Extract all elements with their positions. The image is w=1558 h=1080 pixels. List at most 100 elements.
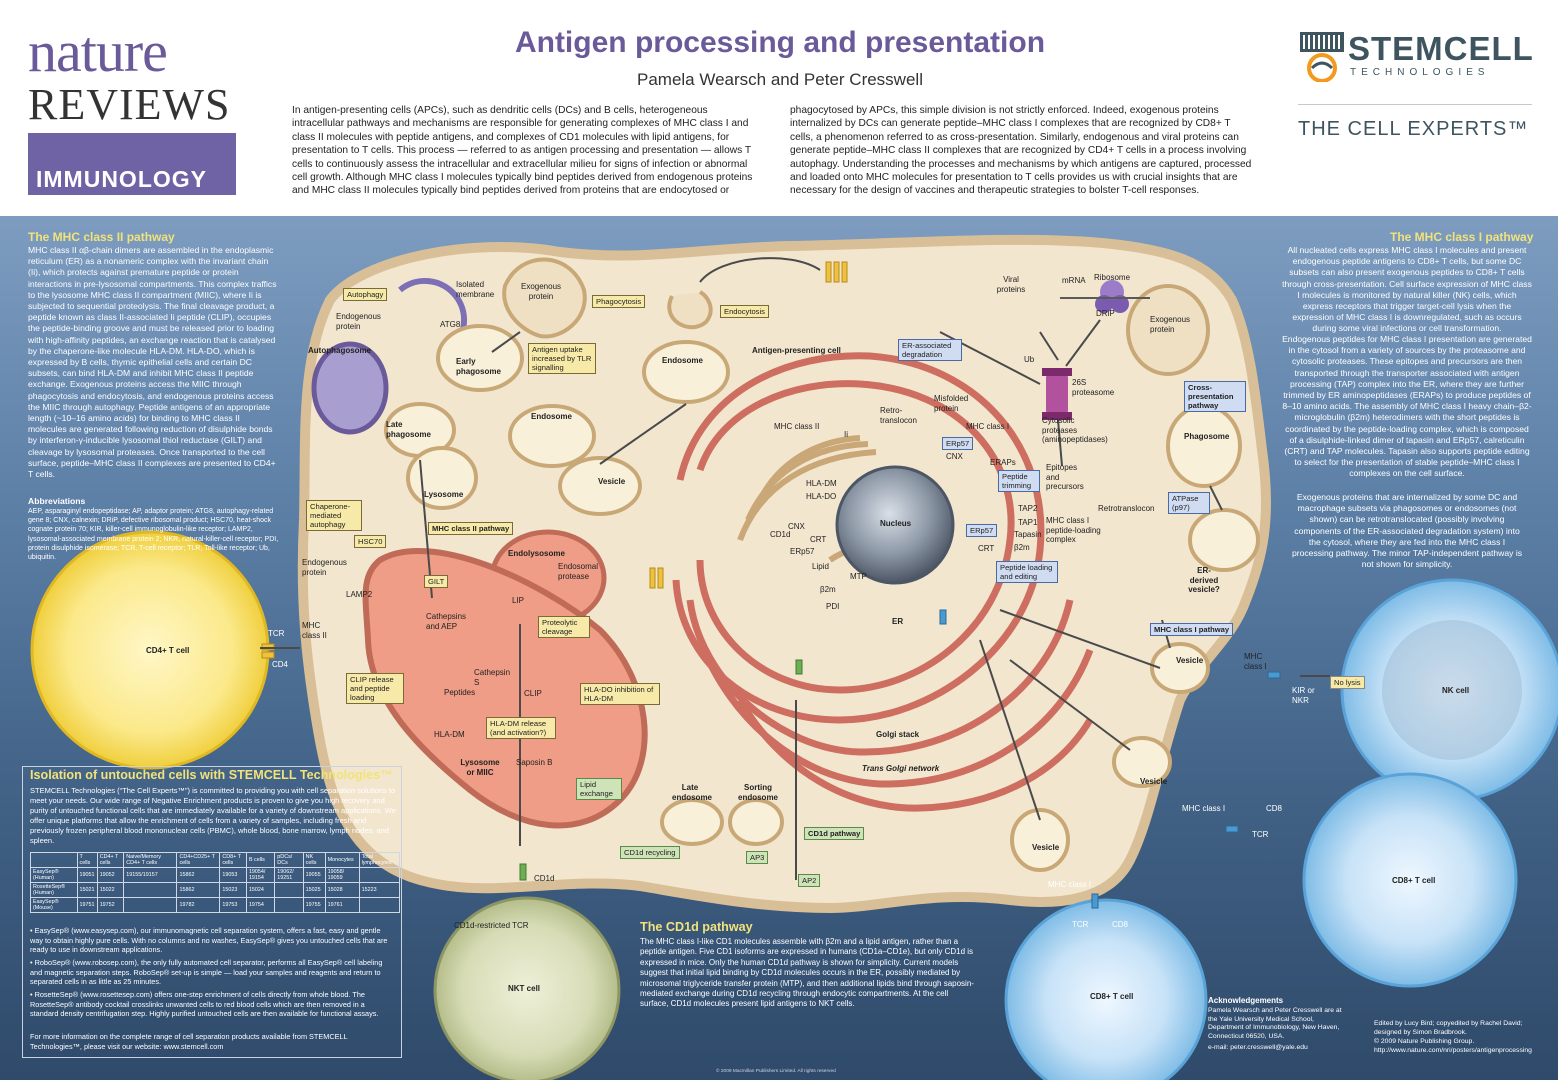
label-retrotranslocon: Retrotranslocon [1098,504,1155,513]
table-cell: 15025 [302,882,326,898]
label-atpase: ATPase (p97) [1168,492,1210,514]
label-lysosome-miic: Lysosome or MIIC [460,758,500,777]
label-cd4-t-cell: CD4+ T cell [146,646,190,655]
cd8-t-cell-bottom [1004,898,1208,1080]
label-retro-translocon: Retro-translocon [880,406,917,425]
table-cell: 15023 [219,882,247,898]
label-epitopes: Epitopes and precursors [1046,463,1084,491]
mhc1-text-3: Exogenous proteins that are internalized… [1291,492,1523,570]
label-peptides: Peptides [444,688,476,697]
poster-title: Antigen processing and presentation [514,26,1046,59]
label-endogenous-protein-2: Endogenous protein [302,558,347,577]
label-cytosolic-proteases: Cytosolic proteases (aminopeptidases) [1042,416,1108,444]
robosep-bullet: • RoboSep® (www.robosep.com), the only f… [30,958,383,987]
label-drip: DRiP [1096,309,1115,318]
nucleus [835,465,955,585]
label-late-phagosome: Late phagosome [386,420,431,439]
table-cell: 19753 [219,897,247,913]
table-cell: 19058/ 19059 [324,867,360,883]
label-cd8: CD8 [1266,804,1283,813]
label-gilt: GILT [424,575,449,588]
table-cell: EasySep® (Mouse) [30,897,78,913]
endosome-upper [642,340,730,404]
table-cell [358,867,401,883]
label-vesicle-r3: Vesicle [1032,843,1060,852]
table-header-cell [30,852,78,868]
label-er: ER [892,617,904,626]
label-er-associated-degradation: ER-associated degradation [898,339,962,361]
label-crt-2: CRT [978,544,995,553]
label-endolysosome: Endolysosome [508,549,565,558]
label-apc: Antigen-presenting cell [752,346,841,355]
easysep-bullet: • EasySep® (www.easysep.com), our immuno… [30,926,388,955]
ack-email[interactable]: e-mail: peter.cresswell@yale.edu [1208,1044,1308,1051]
table-cell: 19761 [324,897,360,913]
abbreviations-text: AEP, asparaginyl endopeptidase; AP, adap… [28,508,279,562]
label-tapasin: Tapasin [1014,530,1042,539]
label-ap3: AP3 [746,851,769,864]
ack-url[interactable]: http://www.nature.com/nri/posters/antige… [1374,1047,1532,1054]
label-cd1d-2: CD1d [770,530,791,539]
label-atg8: ATG8 [440,320,461,329]
label-cd1d-recycling: CD1d recycling [620,846,680,859]
label-tcr-2: TCR [1252,830,1269,839]
immunology-band [28,133,236,195]
label-endogenous-protein: Endogenous protein [336,312,381,331]
table-cell: 15024 [245,882,276,898]
er-derived-vesicle [1188,508,1260,572]
label-ap2: AP2 [798,874,821,887]
mhc-i-molecules [939,609,1281,909]
label-hsc70: HSC70 [354,535,387,548]
table-cell [123,897,178,913]
nature-logo-text: nature [28,19,168,84]
label-cd8-b: CD8 [1112,920,1129,929]
table-cell: 19054/ 19154 [245,867,276,883]
label-mhc2-pathway: MHC class II pathway [428,522,514,535]
stemcell-logo [1300,32,1344,82]
table-cell [358,897,401,913]
label-mhc-class-ii-2: MHC class II [774,422,820,431]
intro-right: phagocytosed by APCs, this simple divisi… [790,105,1252,197]
label-clip: CLIP [524,689,542,698]
vesicle-mid [558,456,642,516]
label-hla-dm: HLA-DM [434,730,465,739]
late-endosome [660,798,724,846]
cd1d-heading: The CD1d pathway [640,920,753,934]
cd1d-text: The MHC class I-like CD1 molecules assem… [640,937,974,1009]
table-header-cell: pDCs/ DCs [274,852,304,868]
table-cell: RosetteSep® (Human) [30,882,78,898]
label-hla-dm-2: HLA-DM [806,479,837,488]
rosettesep-bullet: • RosetteSep® (www.rosettesep.com) offer… [30,990,379,1019]
cd8-t-cell-right [1302,772,1518,988]
label-nucleus: Nucleus [880,519,912,528]
label-cd1d-restricted-tcr: CD1d-restricted TCR [454,921,529,930]
label-cross-presentation: Cross-presentation pathway [1184,381,1246,412]
mhc1-heading: The MHC class I pathway [1390,230,1534,244]
label-nkt-cell: NKT cell [508,984,541,993]
label-endosomal-protease: Endosomal protease [558,562,599,581]
label-peptide-trimming: Peptide trimming [998,470,1040,492]
label-26s-proteasome: 26S proteasome [1072,378,1115,397]
label-mrna: mRNA [1062,276,1086,285]
label-lipid-exchange: Lipid exchange [576,778,622,800]
label-sorting-endosome: Sorting endosome [738,783,779,802]
label-b2m: β2m [820,585,836,594]
ack-heading: Acknowledgements [1208,996,1284,1005]
table-cell [274,897,304,913]
label-isolated-membrane: Isolated membrane [456,280,495,299]
label-autophagosome: Autophagosome [308,346,372,355]
label-cd1d-pathway: CD1d pathway [804,827,865,840]
label-proteolytic-cleavage: Proteolytic cleavage [538,616,590,638]
label-misfolded-protein: Misfolded protein [934,394,969,413]
label-trans-golgi: Trans Golgi network [862,764,940,773]
mhc1-text-2: Endogenous peptides for MHC class I pres… [1282,334,1532,479]
phagosome [1166,404,1242,488]
table-cell: 15021 [76,882,98,898]
label-phagocytosis: Phagocytosis [592,295,646,308]
reviews-logo-text: REVIEWS [28,80,231,129]
cd1d-molecules [519,659,803,881]
